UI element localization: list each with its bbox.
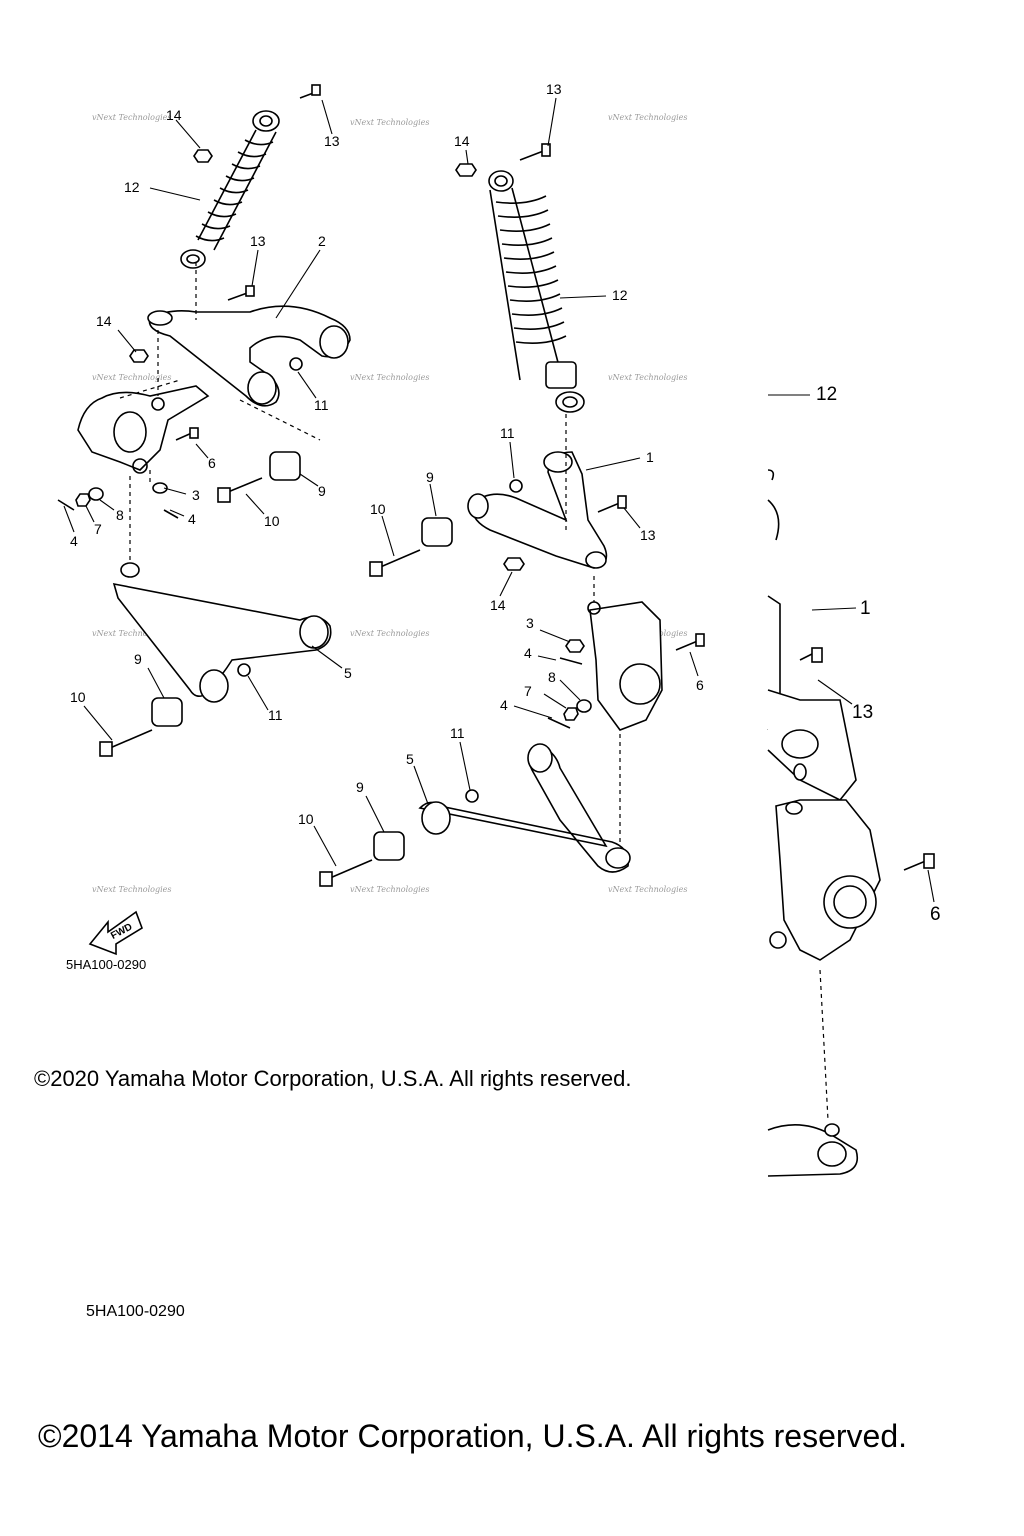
callout-label: 13 (546, 81, 562, 97)
callouts-right: 13 14 12 11 1 9 13 10 14 3 6 4 8 7 4 11 … (298, 81, 704, 827)
left-lower-arm (112, 562, 332, 703)
callouts-inset: 12 1 13 6 (816, 384, 941, 925)
left-dashed-guides (119, 262, 321, 562)
watermark: vNext Technologies (608, 113, 687, 122)
callout-label: 13 (640, 527, 656, 543)
watermarks: vNext Technologies vNext Technologies vN… (92, 113, 687, 894)
right-dashed-guides (565, 414, 621, 842)
callout-label: 10 (370, 501, 386, 517)
callout-label: 10 (70, 689, 86, 705)
callout-label: 3 (192, 487, 200, 503)
callout-label: 5 (344, 665, 352, 681)
copyright-notice: ©2020 Yamaha Motor Corporation, U.S.A. A… (34, 1066, 632, 1091)
callout-label: 8 (548, 669, 556, 685)
callout-label: 11 (268, 707, 283, 723)
left-small-parts (57, 84, 321, 757)
callout-label: 3 (526, 615, 534, 631)
watermark: vNext Technologies (92, 885, 171, 894)
callout-label: 10 (264, 513, 280, 529)
watermark: vNext Technologies (608, 373, 687, 382)
callout-label: 10 (298, 811, 314, 827)
right-knuckle (587, 601, 663, 731)
callout-label: 4 (188, 511, 196, 527)
callout-label: 7 (94, 521, 102, 537)
watermark: vNext Technologies (92, 629, 171, 638)
callout-label: 9 (426, 469, 434, 485)
callout-label: 12 (612, 287, 628, 303)
callout-label: 5 (406, 751, 414, 767)
callout-label: 14 (96, 313, 112, 329)
right-upper-arm (467, 451, 608, 569)
watermark: vNext Technologies (350, 629, 429, 638)
callout-label: 12 (816, 384, 837, 405)
callout-label: 9 (318, 483, 326, 499)
callout-label: 2 (318, 233, 326, 249)
callout-label: 6 (696, 677, 704, 693)
left-knuckle (77, 385, 210, 474)
callout-label: 9 (134, 651, 142, 667)
diagram-code: 5HA100-0290 (66, 957, 147, 972)
callout-label: 14 (490, 597, 506, 613)
callout-label: 6 (208, 455, 216, 471)
callout-label: 1 (646, 449, 654, 465)
diagram-code: 5HA100-0290 (86, 1303, 185, 1320)
callout-label: 6 (930, 904, 941, 925)
callout-label: 13 (250, 233, 266, 249)
watermark: vNext Technologies (350, 118, 429, 127)
callout-label: 4 (524, 645, 532, 661)
callouts-left: 14 13 12 13 2 14 11 6 3 4 7 8 4 9 10 5 9… (70, 107, 352, 723)
callout-label: 14 (454, 133, 470, 149)
callout-label: 9 (356, 779, 364, 795)
copyright-notice: ©2014 Yamaha Motor Corporation, U.S.A. A… (38, 1418, 908, 1454)
callout-label: 1 (860, 598, 871, 619)
leader-lines (63, 97, 935, 903)
callout-label: 7 (524, 683, 532, 699)
right-small-parts (319, 143, 705, 887)
callout-label: 11 (314, 397, 329, 413)
callout-label: 4 (70, 533, 78, 549)
watermark: vNext Technologies (92, 113, 171, 122)
callout-label: 11 (500, 425, 515, 441)
inset-panel (767, 394, 935, 1177)
callout-label: 13 (324, 133, 340, 149)
watermark: vNext Technologies (608, 885, 687, 894)
callout-label: 14 (166, 107, 182, 123)
callout-label: 8 (116, 507, 124, 523)
right-lower-arm (418, 743, 631, 873)
watermark: vNext Technologies (350, 373, 429, 382)
fwd-arrow-icon: FWD (88, 910, 143, 956)
callout-label: 13 (852, 702, 873, 723)
right-shock-absorber (488, 170, 585, 413)
left-shock-absorber (180, 110, 280, 269)
watermark: vNext Technologies (92, 373, 171, 382)
watermark: vNext Technologies (350, 885, 429, 894)
callout-label: 11 (450, 725, 465, 741)
callout-label: 12 (124, 179, 140, 195)
callout-label: 4 (500, 697, 508, 713)
left-upper-arm (147, 305, 351, 407)
